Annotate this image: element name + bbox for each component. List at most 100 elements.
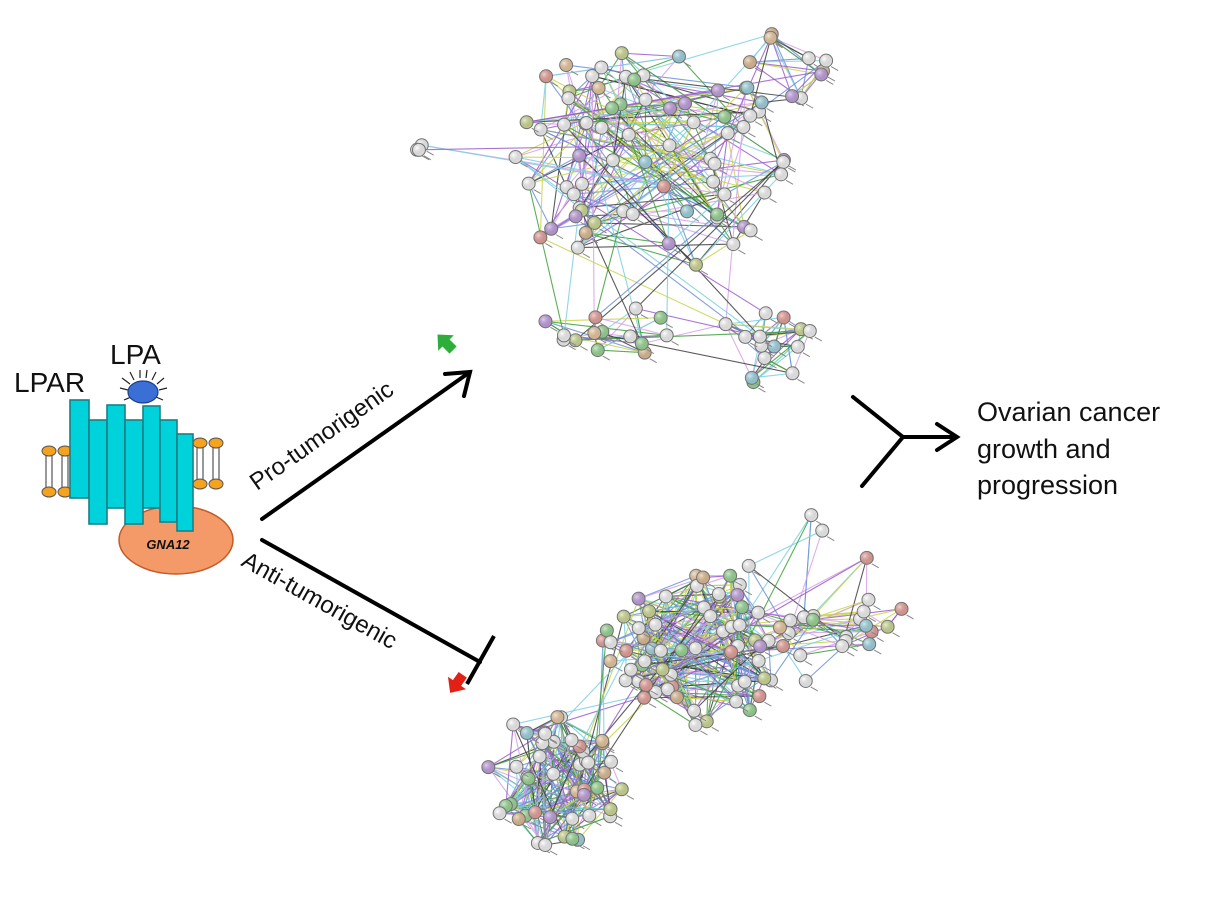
anti-network-edge: [513, 692, 655, 724]
anti-network-node-label: [851, 647, 858, 651]
pro-network-node-label: [755, 122, 762, 126]
anti-network-node-shade: [689, 718, 702, 731]
pro-network-node-shade: [775, 168, 788, 181]
pro-network-node-label: [583, 254, 590, 258]
anti-network-node-shade: [860, 619, 873, 632]
anti-network-node-label: [616, 768, 623, 772]
pro-network-node-shade: [639, 93, 652, 106]
pro-network-node-shade: [664, 102, 677, 115]
anti-network-node-shade: [507, 718, 520, 731]
pro-network-node-label: [803, 353, 810, 357]
pro-network-node-shade: [768, 340, 781, 353]
anti-network-node-label: [550, 851, 557, 855]
pro-network-node-label: [638, 220, 645, 224]
anti-network-node-label: [893, 633, 900, 637]
pro-network-node-shade: [595, 61, 608, 74]
pro-network-node-shade: [624, 330, 637, 343]
anti-network-node-shade: [539, 838, 552, 851]
pro-network-node-shade: [635, 337, 648, 350]
pro-network-node-label: [806, 104, 813, 108]
converge-lower: [862, 437, 903, 486]
pro-network-node-shade: [745, 371, 758, 384]
pro-network-node-label: [603, 356, 610, 360]
membrane-left: [42, 446, 72, 497]
anti-network-node-shade: [565, 734, 578, 747]
pro-network-node-shade: [741, 81, 754, 94]
anti-network-node-label: [874, 650, 881, 654]
pro-network-node-shade: [592, 82, 605, 95]
anti-network-node-shade: [510, 760, 523, 773]
pro-network-node-shade: [662, 237, 675, 250]
anti-network-node-label: [505, 819, 512, 823]
pro-network-node-shade: [557, 329, 570, 342]
pro-network-node-shade: [615, 47, 628, 60]
anti-network-node-shade: [895, 602, 908, 615]
pro-network-node-label: [650, 359, 657, 363]
anti-network-node-shade: [656, 663, 669, 676]
anti-network-node-shade: [493, 807, 506, 820]
anti-network-node-shade: [533, 750, 546, 763]
pro-network-node-shade: [711, 84, 724, 97]
pro-network-node-shade: [509, 151, 522, 164]
pro-network-node-label: [738, 250, 745, 254]
anti-network-node-shade: [754, 640, 767, 653]
pro-network-node-shade: [727, 238, 740, 251]
anti-network-node-shade: [551, 711, 564, 724]
anti-network-node-shade: [659, 590, 672, 603]
anti-tumorigenic-label: Anti-tumorigenic: [237, 547, 402, 655]
anti-network-node-label: [776, 686, 783, 690]
pro-network-node-shade: [520, 116, 533, 129]
anti-network-node-shade: [735, 601, 748, 614]
anti-network-node-shade: [604, 636, 617, 649]
anti-network-node-shade: [596, 734, 609, 747]
pro-network-node-shade: [777, 311, 790, 324]
pro-network-node-shade: [622, 128, 635, 141]
pro-network-node-label: [771, 319, 778, 323]
anti-network-node-shade: [857, 605, 870, 618]
pro-network-node-shade: [580, 116, 593, 129]
anti-network-node-shade: [860, 551, 873, 564]
anti-network-node-shade: [632, 622, 645, 635]
anti-network-node-label: [583, 846, 590, 850]
pro-network-node-shade: [606, 154, 619, 167]
pro-network-node-shade: [786, 367, 799, 380]
pro-network-node-shade: [672, 50, 685, 63]
pro-network-edge: [529, 184, 552, 229]
pro-network-node-shade: [588, 326, 601, 339]
pro-network-node-shade: [718, 188, 731, 201]
pro-network-node-shade: [721, 127, 734, 140]
pro-network-node-shade: [663, 139, 676, 152]
anti-network-node-shade: [643, 605, 656, 618]
pro-network-node-label: [764, 118, 771, 122]
anti-network-node-label: [811, 687, 818, 691]
anti-network-node-shade: [753, 690, 766, 703]
pro-network-edge: [622, 53, 679, 56]
anti-network-node-shade: [773, 621, 786, 634]
anti-network-node-shade: [733, 619, 746, 632]
pro-network-node-shade: [606, 102, 619, 115]
pro-network-node-label: [826, 80, 833, 84]
pro-network-node-shade: [545, 222, 558, 235]
pro-network-node-shade: [567, 188, 580, 201]
anti-network-node-shade: [881, 620, 894, 633]
outcome-text: Ovarian cancer growth and progression: [977, 397, 1160, 500]
pro-network-node-label: [770, 199, 777, 203]
pro-network-node-shade: [777, 156, 790, 169]
pro-network-node-shade: [588, 216, 601, 229]
anti-network-node-shade: [649, 618, 662, 631]
lpar-helices: [70, 400, 193, 531]
anti-network-node-label: [907, 615, 914, 619]
anti-network-node-shade: [805, 509, 818, 522]
anti-network-node-shade: [712, 588, 725, 601]
pro-network-node-shade: [626, 207, 639, 220]
pro-network-node-shade: [744, 224, 757, 237]
anti-network-node-label: [872, 564, 879, 568]
pro-network-node-label: [797, 379, 804, 383]
gna12-label: GNA12: [146, 537, 190, 552]
converge-upper: [853, 397, 903, 437]
pro-network-node-shade: [681, 205, 694, 218]
receptor-diagram: GNA12: [14, 339, 233, 574]
anti-network-node-label: [615, 822, 622, 826]
anti-network-node-shade: [724, 569, 737, 582]
